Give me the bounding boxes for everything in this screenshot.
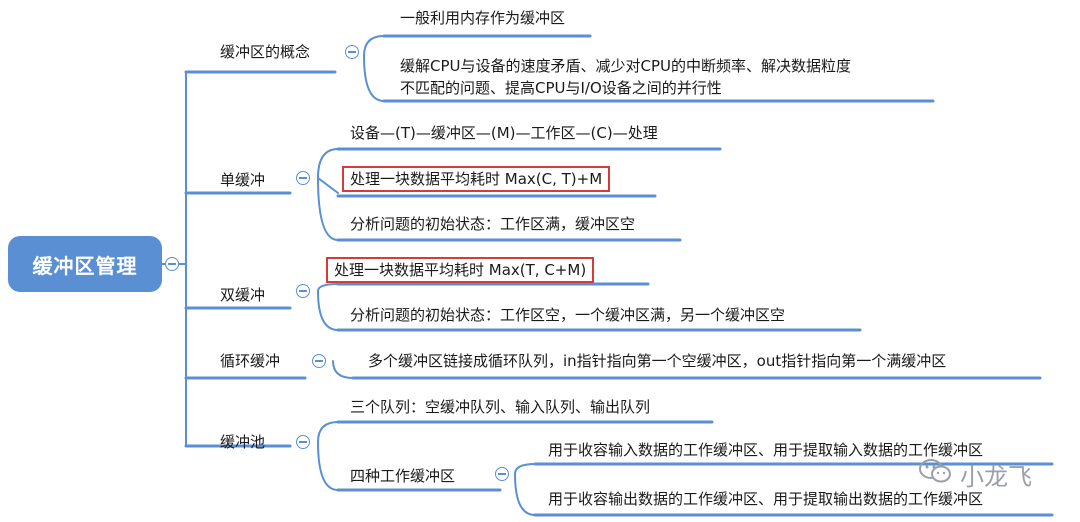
- connector-b1: [317, 148, 339, 241]
- buffer-pool-queues[interactable]: 三个队列：空缓冲队列、输入队列、输出队列: [350, 398, 651, 416]
- single-buffer-initial-state[interactable]: 分析问题的初始状态：工作区满，缓冲区空: [350, 215, 636, 233]
- connector-b4-c1: [514, 463, 536, 516]
- concept-item-memory[interactable]: 一般利用内存作为缓冲区: [400, 9, 566, 27]
- root-label: 缓冲区管理: [32, 253, 138, 278]
- branch-single-buffer[interactable]: 单缓冲: [220, 171, 266, 189]
- collapse-toggle-concept[interactable]: [345, 45, 359, 59]
- buffer-pool-work-buffers[interactable]: 四种工作缓冲区: [350, 467, 456, 485]
- root-node[interactable]: 缓冲区管理: [8, 236, 162, 292]
- watermark-text: 小龙飞: [960, 463, 1032, 491]
- single-buffer-flow[interactable]: 设备—(T)—缓冲区—(M)—工作区—(C)—处理: [350, 124, 658, 142]
- branch-concept[interactable]: 缓冲区的概念: [220, 43, 311, 61]
- work-buffers-input[interactable]: 用于收容输入数据的工作缓冲区、用于提取输入数据的工作缓冲区: [548, 441, 984, 459]
- branch-buffer-pool[interactable]: 缓冲池: [220, 433, 266, 451]
- connector-b0: [363, 35, 385, 102]
- collapse-toggle-circular-buffer[interactable]: [312, 354, 326, 368]
- branch-circular-buffer[interactable]: 循环缓冲: [220, 352, 281, 370]
- concept-item-purpose-line2: 不匹配的问题、提高CPU与I/O设备之间的并行性: [400, 79, 722, 97]
- connector-b2: [317, 283, 339, 331]
- double-buffer-time-highlight[interactable]: 处理一块数据平均耗时 Max(T, C+M): [326, 257, 595, 283]
- collapse-toggle-single-buffer[interactable]: [296, 171, 310, 185]
- connector-b3: [332, 360, 354, 379]
- single-buffer-time-highlight[interactable]: 处理一块数据平均耗时 Max(C, T)+M: [342, 166, 611, 192]
- branch-double-buffer[interactable]: 双缓冲: [220, 286, 266, 304]
- collapse-toggle-double-buffer[interactable]: [296, 284, 310, 298]
- concept-item-purpose-line1[interactable]: 缓解CPU与设备的速度矛盾、减少对CPU的中断频率、解决数据粒度: [400, 57, 851, 75]
- collapse-toggle-work-buffers[interactable]: [495, 467, 509, 481]
- circular-buffer-description[interactable]: 多个缓冲区链接成循环队列，in指针指向第一个空缓冲区，out指针指向第一个满缓冲…: [368, 352, 947, 370]
- watermark: 小龙飞: [918, 455, 1063, 491]
- connector-b4: [317, 421, 339, 491]
- work-buffers-output[interactable]: 用于收容输出数据的工作缓冲区、用于提取输出数据的工作缓冲区: [548, 490, 984, 508]
- collapse-toggle-buffer-pool[interactable]: [296, 435, 310, 449]
- collapse-toggle-root[interactable]: [165, 257, 179, 271]
- double-buffer-initial-state[interactable]: 分析问题的初始状态：工作区空，一个缓冲区满，另一个缓冲区空: [350, 306, 786, 324]
- wechat-icon: [919, 459, 951, 483]
